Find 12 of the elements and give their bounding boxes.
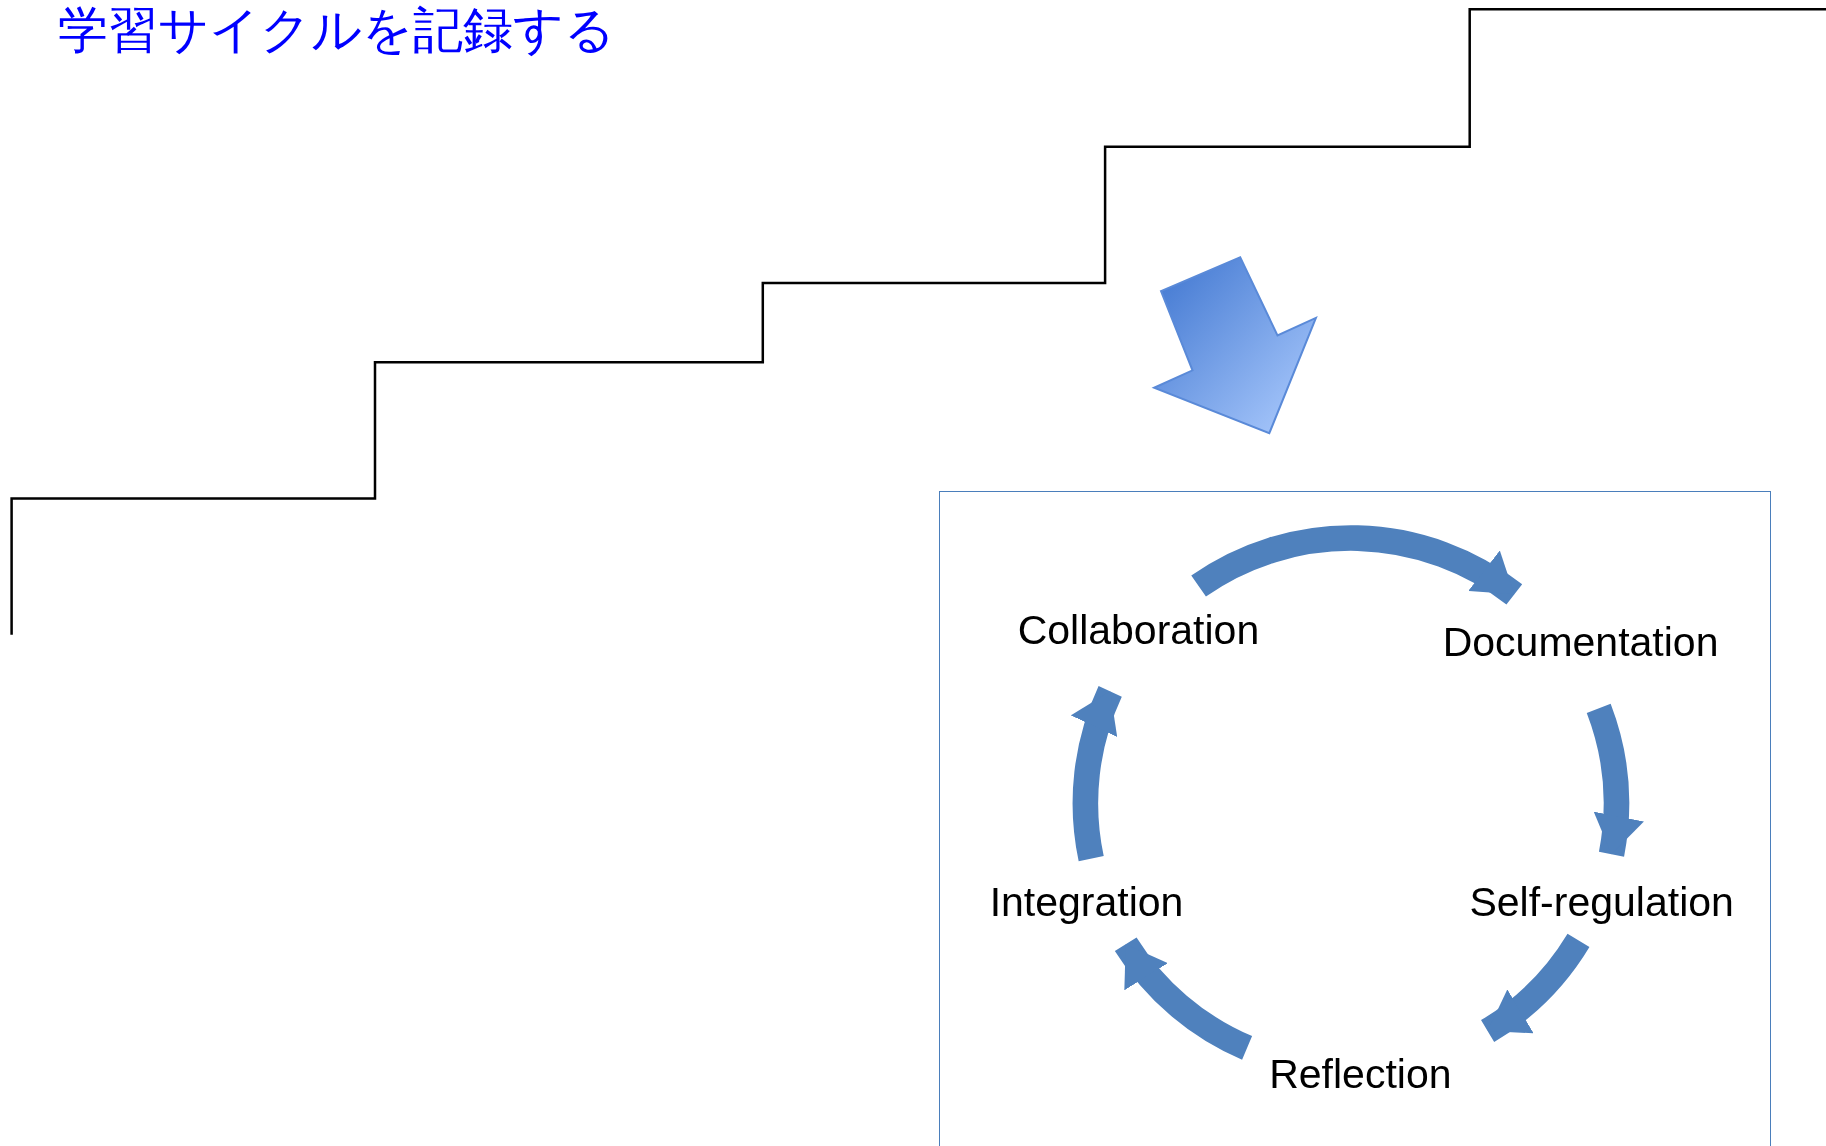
frame-box (938, 491, 1772, 1146)
cycle-arrow (1480, 933, 1590, 1042)
cycle-label: Documentation (1442, 595, 1719, 710)
cycle-label: Integration (989, 859, 1184, 946)
cycle-label: Reflection (1248, 1032, 1489, 1099)
cycle-arrow (1072, 686, 1123, 861)
cycle-label: Collaboration (1017, 587, 1260, 693)
cycle-label: Self-regulation (1469, 855, 1734, 942)
cycle-arrow (1586, 704, 1643, 856)
title: 学習サイクルを記録する (58, 2, 616, 60)
cycle-arrow (1191, 525, 1522, 605)
cycle-arrow (1115, 936, 1253, 1060)
